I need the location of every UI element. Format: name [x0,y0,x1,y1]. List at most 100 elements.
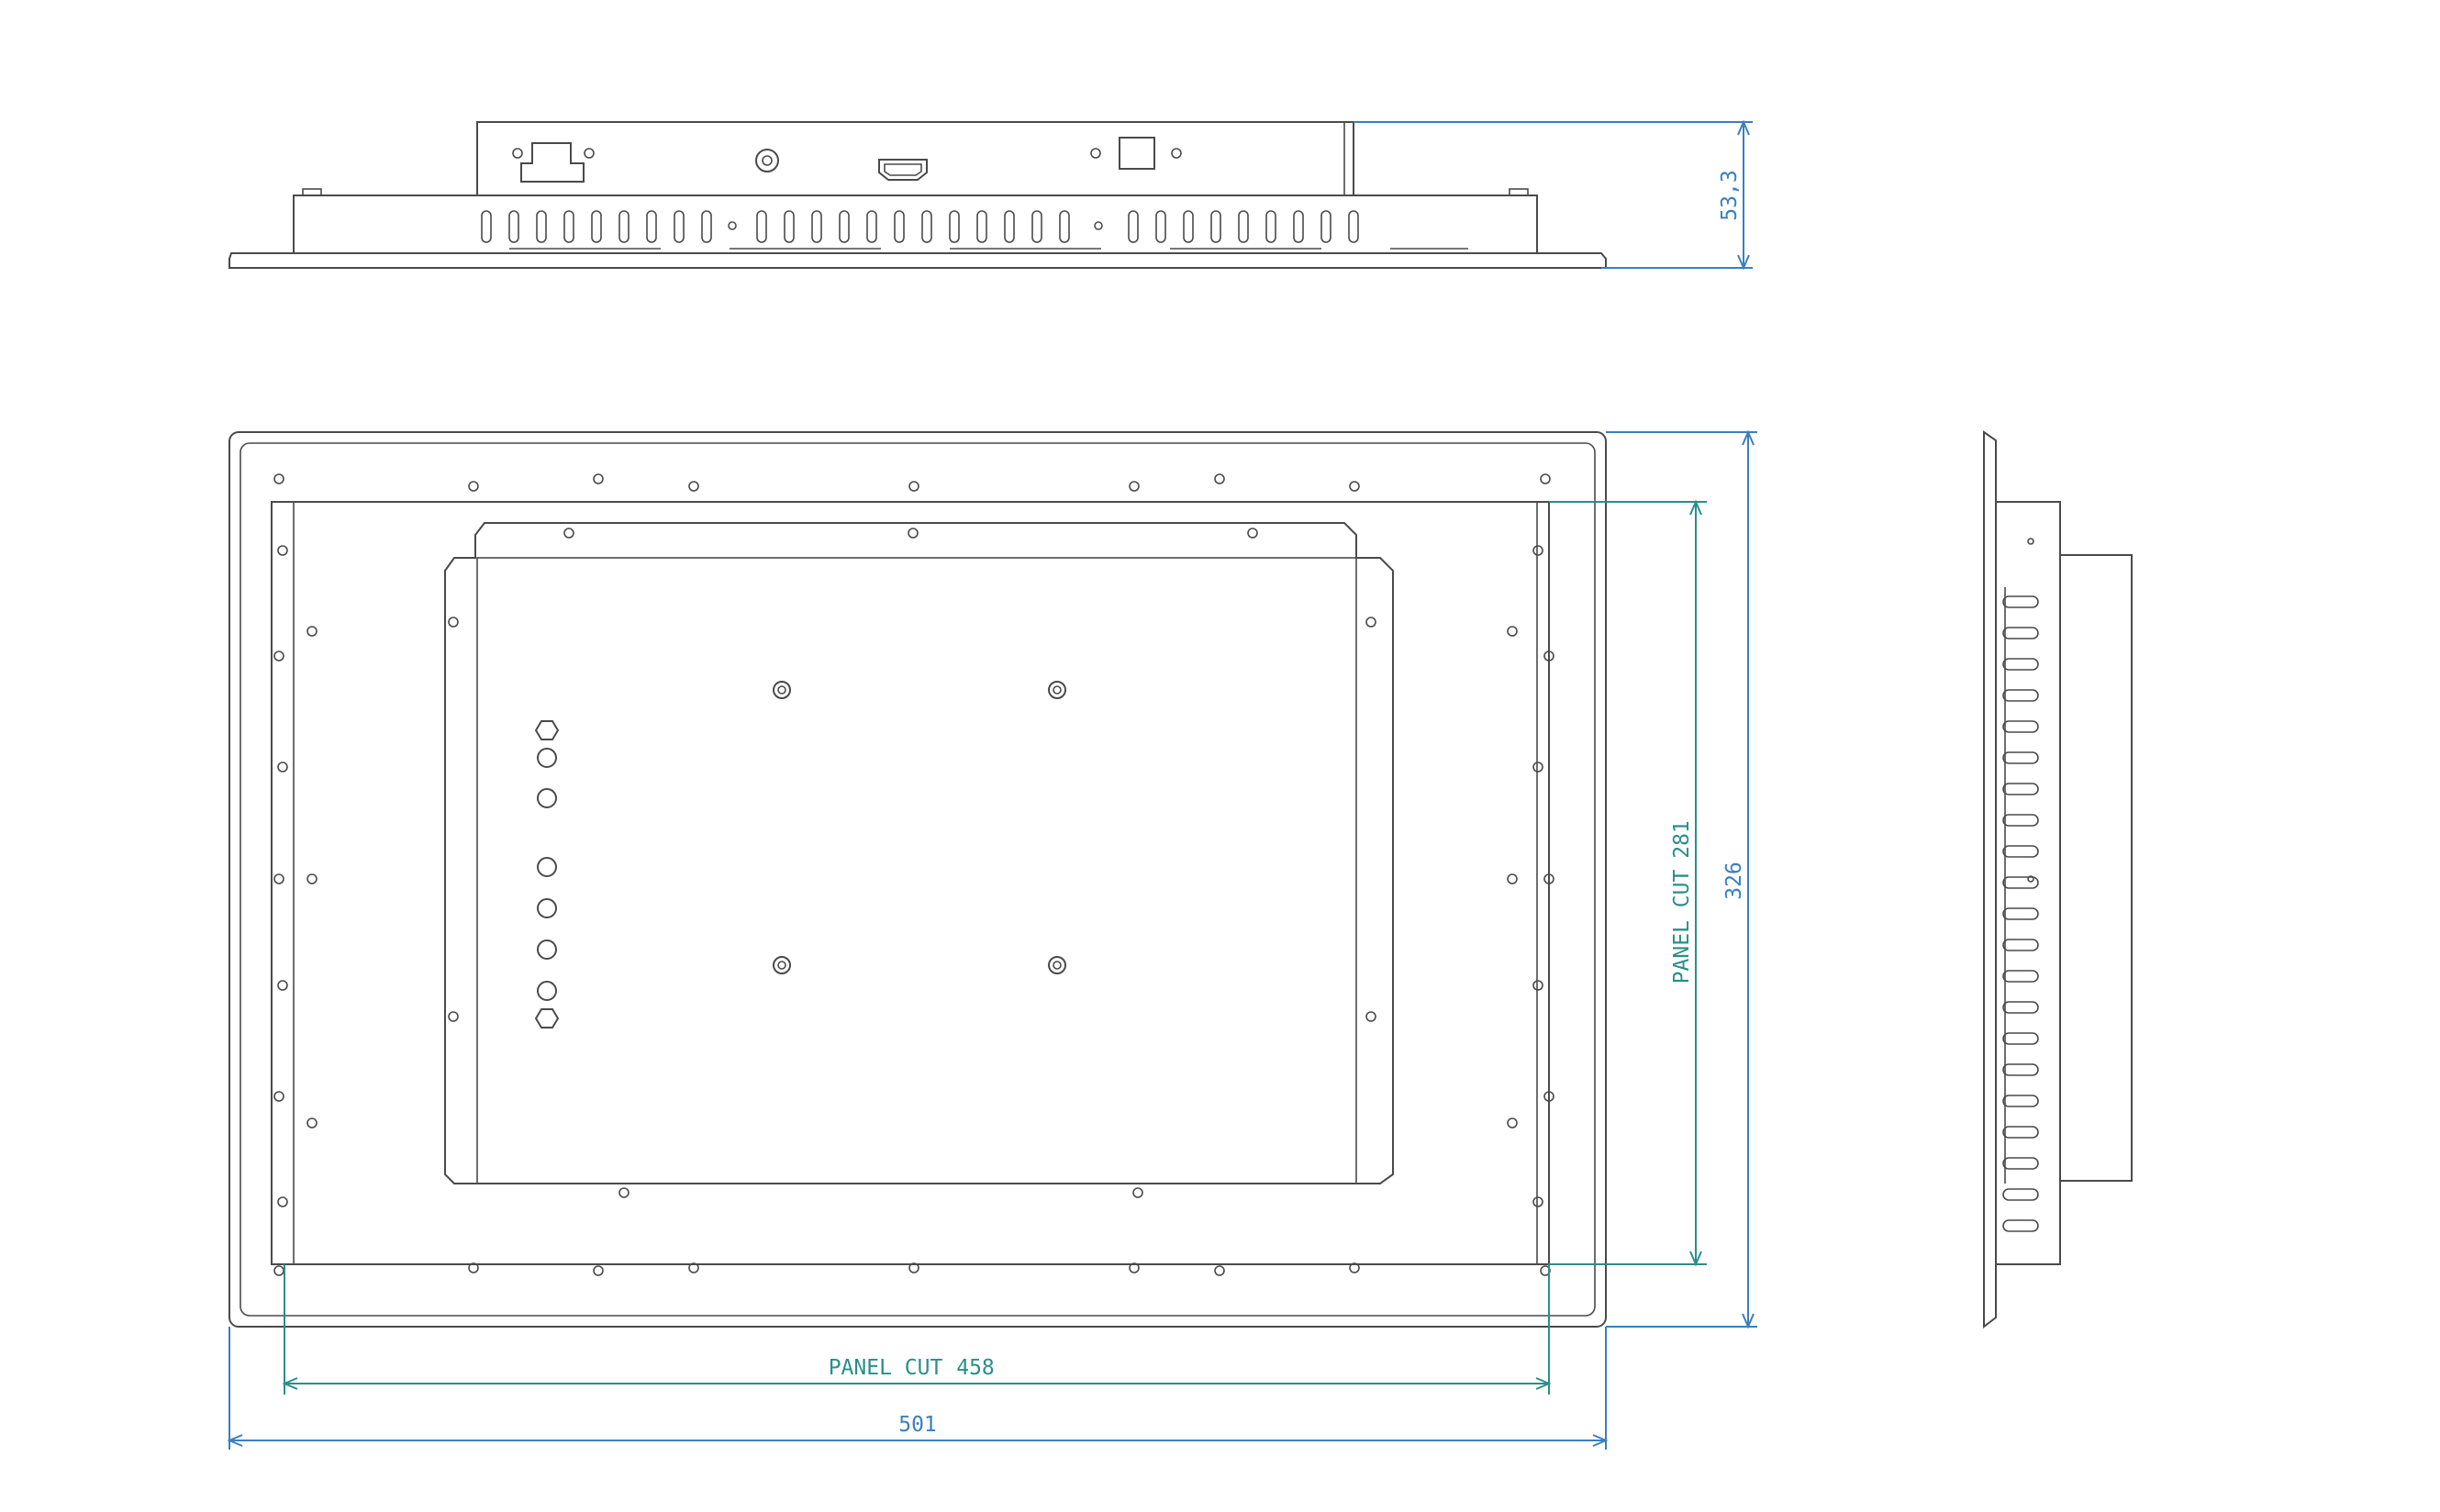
screw-hole-icon [1532,762,1543,773]
vent-slot [976,210,987,243]
vent-slot [2002,658,2039,671]
screw-hole-icon [1532,545,1543,556]
screw-hole-icon [1247,528,1258,539]
screw-holes [273,473,1554,1276]
vent-slot [1348,210,1359,243]
vent-slot [2002,907,2039,920]
panel-cut-height-dimension: PANEL CUT 281 [1549,499,1707,1267]
vent-slot [866,210,877,243]
depth-label: 53,3 [1718,170,1742,220]
vent-slot [894,210,905,243]
screw-hole-icon [1507,626,1518,637]
vent-slot [2002,814,2039,827]
screw-hole-icon [448,617,459,628]
screw-hole-icon [448,1011,459,1022]
panel-cut-height-value: 281 [1670,820,1694,859]
screw-hole-icon [277,762,288,773]
width-label: 501 [898,1413,937,1437]
vent-slot [2002,1188,2039,1201]
width-dimension: 501 [227,1327,1609,1450]
screw-hole-icon [277,980,288,991]
screw-hole-icon [1349,1262,1360,1273]
vent-slot [646,210,657,243]
vent-slot [1293,210,1304,243]
top-view [228,121,1607,269]
screw-hole-icon [618,1187,629,1198]
vent-slot [2002,939,2039,951]
panel-cut-height-label: PANEL CUT [1670,870,1694,984]
vent-slot [1128,210,1139,243]
vent-slots-left [481,210,1359,243]
side-view [1983,430,2133,1329]
screw-hole-icon [1214,473,1225,484]
screw-hole-icon [277,545,288,556]
vent-slot [1320,210,1331,243]
screw-hole-icon [1540,473,1551,484]
vent-slot [2002,751,2039,764]
vent-slot [2002,1063,2039,1076]
screw-hole-icon [1365,1011,1376,1022]
vent-slot [2002,970,2039,983]
rear-view [228,431,1607,1328]
screw-hole-icon [908,1262,919,1273]
vent-slot [481,210,492,243]
vent-slot [1183,210,1194,243]
screw-hole-icon [277,1196,288,1207]
vent-slot [2002,1095,2039,1107]
screw-hole-icon [468,481,479,492]
screw-hole-icon [468,1262,479,1273]
screw-hole-icon [1129,1262,1140,1273]
button-hole-icon [534,720,560,1028]
usb-port-icon [1090,137,1182,170]
height-label: 326 [1722,862,1746,900]
vent-slot [1004,210,1015,243]
screw-hole-icon [1214,1265,1225,1276]
vent-slot [563,210,574,243]
screw-hole-icon [1349,481,1360,492]
screw-hole-icon [688,481,699,492]
panel-cut-width-label: PANEL CUT [829,1356,943,1380]
vent-slot [2002,595,2039,608]
screw-hole-icon [273,650,284,662]
hdmi-port-icon [878,159,928,181]
screw-hole-icon [593,1265,604,1276]
vent-slot [2002,1032,2039,1045]
screw-hole-icon [1532,980,1543,991]
panel-cut-width-value: 458 [956,1356,995,1380]
vent-slot [1155,210,1166,243]
vent-slot [1059,210,1070,243]
vent-slot [1265,210,1276,243]
screw-hole-icon [1543,650,1554,662]
panel-cut-width-dimension: PANEL CUT 458 [282,1264,1552,1395]
depth-dimension: 53,3 [1354,119,1753,271]
vent-slot [508,210,519,243]
vent-slot [2002,783,2039,795]
screw-hole-icon [1129,481,1140,492]
screw-hole-icon [1365,617,1376,628]
screw-hole-icon [908,528,919,539]
vent-slot [949,210,960,243]
screw-hole-icon [593,473,604,484]
screw-hole-icon [1507,1117,1518,1128]
height-dimension: 326 [1606,429,1757,1329]
screw-hole-icon [1532,1196,1543,1207]
vent-slot [1210,210,1221,243]
vent-slot [2002,876,2039,889]
vent-slot [1031,210,1042,243]
screw-hole-icon [273,1091,284,1102]
side-vent-slots [2002,595,2039,1232]
vent-slot [2002,1126,2039,1139]
vent-slot [784,210,795,243]
screw-hole-icon [1132,1187,1143,1198]
screw-hole-icon [688,1262,699,1273]
vent-slot [756,210,767,243]
vent-slot [839,210,850,243]
vent-slot [674,210,685,243]
vesa-mount-hole-icon [773,681,1066,974]
vent-slot [2002,1219,2039,1232]
vent-slot [2002,627,2039,639]
vent-slot [2002,1157,2039,1170]
screw-hole-icon [1543,1091,1554,1102]
vent-slot [811,210,822,243]
